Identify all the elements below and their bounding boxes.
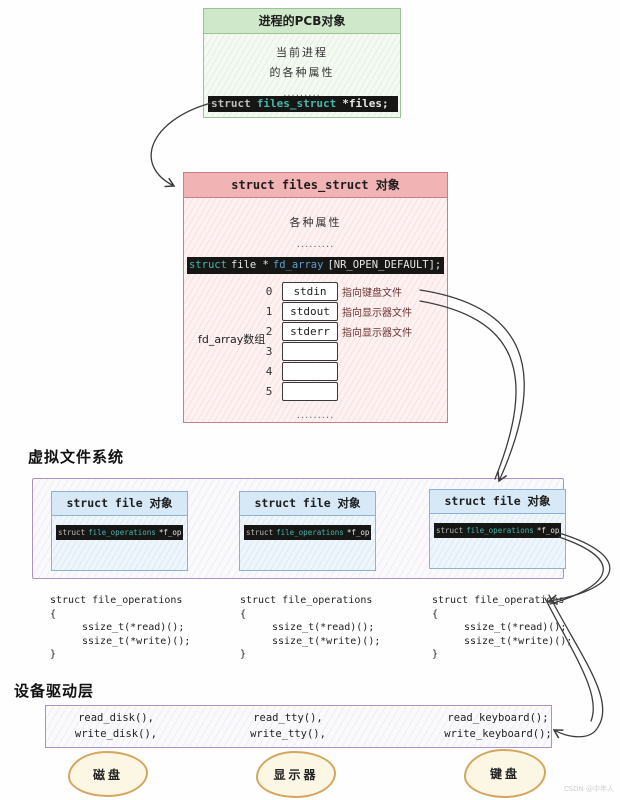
ops-code-line: { <box>50 608 57 620</box>
code-variable: *f_op <box>536 526 560 535</box>
fd-array-label: fd_array数组 <box>198 333 266 346</box>
fd-index: 1 <box>265 304 273 318</box>
files-struct-attr-label: 各种属性 <box>289 216 342 229</box>
ops-code-line: struct file_operations <box>432 595 565 606</box>
ops-code-line: { <box>240 608 247 620</box>
fd-cell-stdout: stdout <box>282 301 338 321</box>
device-label: 磁盘 <box>92 767 123 782</box>
file-operations-code-1: struct file_operations { ssize_t(*read)(… <box>50 594 230 662</box>
fd-index: 5 <box>265 384 273 398</box>
ops-code-line: ssize_t(*read)(); <box>272 622 375 633</box>
disk-device-ellipse: 磁盘 <box>68 751 148 797</box>
code-variable: *f_op <box>158 528 182 537</box>
fd-index: 2 <box>265 324 273 338</box>
fd-note: 指向显示器文件 <box>342 307 412 319</box>
ops-code-line: } <box>50 649 57 660</box>
fd-row-3: 3 <box>260 341 447 361</box>
ops-code-line: { <box>432 608 439 620</box>
fd-index: 3 <box>265 344 273 358</box>
ops-code-line: struct file_operations <box>50 595 183 606</box>
device-label: 键盘 <box>489 767 520 781</box>
pcb-attr-line-2: 的各种属性 <box>269 66 335 79</box>
fd-cell-empty <box>282 361 338 381</box>
vfs-heading: 虚拟文件系统 <box>28 448 125 466</box>
code-keyword: struct <box>58 528 86 537</box>
fd-row-1: 1 stdout 指向显示器文件 <box>260 301 447 321</box>
pcb-files-pointer-code: struct files_struct *files; <box>208 96 398 112</box>
file-object-title: struct file 对象 <box>52 492 187 516</box>
code-type: file_operations <box>88 528 156 537</box>
fd-row-2: 2 stderr 指向显示器文件 <box>260 321 447 341</box>
driver-code-line: read_keyboard(); <box>447 712 549 724</box>
code-keyword: struct <box>211 97 251 110</box>
fd-index: 4 <box>265 364 273 378</box>
fd-array-table: fd_array数组 0 stdin 指向键盘文件 1 stdout 指向显示器… <box>184 281 447 401</box>
driver-heading: 设备驱动层 <box>14 682 95 700</box>
fd-row-4: 4 <box>260 361 447 381</box>
device-label: 显示器 <box>273 768 319 782</box>
driver-code-line: read_tty(), <box>253 712 323 724</box>
driver-code-line: write_keyboard(); <box>444 728 552 740</box>
ops-code-line: ssize_t(*read)(); <box>82 622 185 633</box>
code-keyword: struct <box>246 528 274 537</box>
ops-code-line: struct file_operations <box>240 595 373 606</box>
ops-code-line: ssize_t(*read)(); <box>464 622 567 633</box>
driver-code-line: write_disk(), <box>74 728 158 740</box>
pcb-object-box: 进程的PCB对象 当前进程 的各种属性 ......... struct file… <box>203 8 401 118</box>
code-type: file * <box>230 259 269 271</box>
file-operations-code-2: struct file_operations { ssize_t(*read)(… <box>240 594 420 662</box>
code-keyword: struct <box>189 259 227 271</box>
fd-cell-stderr: stderr <box>282 321 338 341</box>
disk-driver-functions: read_disk(), write_disk(), <box>51 710 181 742</box>
fd-cell-stdin: stdin <box>282 281 338 301</box>
keyboard-device-ellipse: 键盘 <box>464 749 546 798</box>
fd-cell-empty <box>282 381 338 401</box>
code-type: files_struct <box>256 97 337 110</box>
display-device-ellipse: 显示器 <box>256 751 336 798</box>
files-struct-ellipsis: ......... <box>296 239 335 250</box>
ops-code-line: ssize_t(*write)(); <box>464 635 573 647</box>
keyboard-driver-functions: read_keyboard(); write_keyboard(); <box>433 710 563 742</box>
driver-code-line: read_disk(), <box>78 712 154 724</box>
fd-note: 指向键盘文件 <box>342 287 402 299</box>
code-array-name: fd_array <box>272 259 324 271</box>
file-object-title: struct file 对象 <box>240 492 375 516</box>
fd-index: 0 <box>265 284 273 298</box>
code-keyword: struct <box>436 526 464 535</box>
fd-cell-empty <box>282 341 338 361</box>
fd-table-ellipsis: ......... <box>296 410 335 421</box>
files-struct-object-box: struct files_struct 对象 各种属性 ......... st… <box>183 172 448 423</box>
code-array-size: [NR_OPEN_DEFAULT]; <box>327 259 442 271</box>
fd-note: 指向显示器文件 <box>342 327 412 339</box>
file-operations-code-3: struct file_operations { ssize_t(*read)(… <box>432 594 612 662</box>
code-type: file_operations <box>276 528 344 537</box>
driver-layer-box: read_disk(), write_disk(), read_tty(), w… <box>45 705 552 748</box>
fd-row-0: 0 stdin 指向键盘文件 <box>260 281 447 301</box>
code-variable: *files; <box>342 97 389 110</box>
fd-row-5: 5 <box>260 381 447 401</box>
pcb-box-title: 进程的PCB对象 <box>204 9 400 34</box>
driver-code-line: write_tty(), <box>250 728 326 740</box>
file-object-title: struct file 对象 <box>430 490 565 514</box>
ops-code-line: } <box>432 649 439 660</box>
code-variable: *f_op <box>346 528 370 537</box>
tty-driver-functions: read_tty(), write_tty(), <box>223 710 353 742</box>
files-struct-box-title: struct files_struct 对象 <box>184 173 447 198</box>
ops-code-line: ssize_t(*write)(); <box>272 635 381 647</box>
ops-code-line: ssize_t(*write)(); <box>82 635 191 647</box>
pcb-attr-line-1: 当前进程 <box>276 46 328 59</box>
code-type: file_operations <box>466 526 534 535</box>
ops-code-line: } <box>240 649 247 660</box>
pcb-ellipsis: ......... <box>283 88 321 99</box>
csdn-watermark: CSDN @中年人 <box>563 785 614 793</box>
